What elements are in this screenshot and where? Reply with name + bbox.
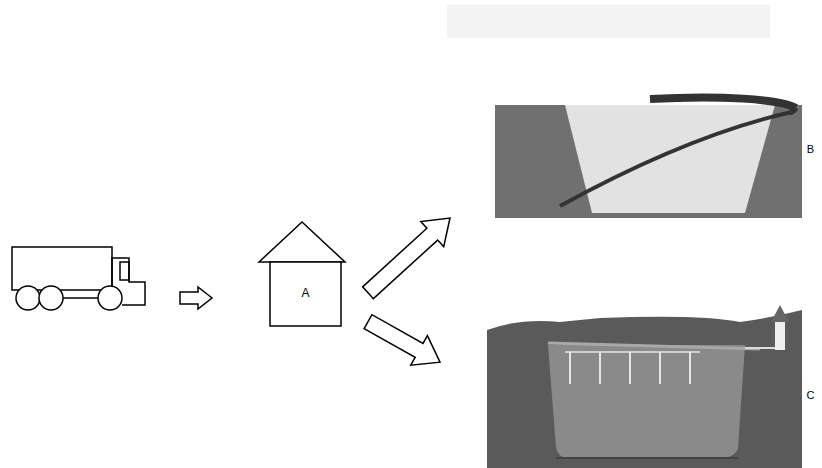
truck: [12, 247, 145, 310]
house-roof: [259, 222, 345, 262]
faint-panel: [447, 5, 770, 38]
truck-wheel: [16, 286, 40, 310]
truck-window: [120, 262, 129, 280]
house-outline: [258, 220, 346, 327]
block-arrow: [180, 287, 212, 309]
beam: [565, 351, 700, 353]
ground: [495, 105, 802, 218]
tower: [775, 320, 785, 350]
picture-node: C: [487, 300, 818, 468]
house-body: [270, 262, 341, 326]
band: [560, 112, 792, 206]
pit: [548, 345, 745, 458]
node-label: B: [806, 142, 815, 156]
pipe: [745, 347, 780, 349]
slab: [548, 343, 760, 349]
block-arrow: [364, 315, 440, 366]
truck-axle: [63, 297, 98, 299]
pit-floor: [556, 457, 738, 459]
ground: [487, 310, 802, 468]
band: [790, 108, 796, 113]
truck-body: [12, 247, 112, 290]
node-label: A: [270, 262, 341, 326]
picture-node: B: [495, 95, 818, 218]
truck-wheel: [39, 286, 63, 310]
pit: [565, 105, 775, 213]
band: [650, 97, 796, 108]
house-box: A: [258, 220, 346, 327]
node-label: C: [806, 388, 815, 402]
pit-picture-c: [487, 305, 802, 468]
pit-picture-b: [495, 97, 802, 218]
truck-wheel: [98, 286, 122, 310]
tower-roof: [771, 305, 789, 322]
posts: [570, 352, 690, 384]
block-arrow: [363, 218, 450, 299]
